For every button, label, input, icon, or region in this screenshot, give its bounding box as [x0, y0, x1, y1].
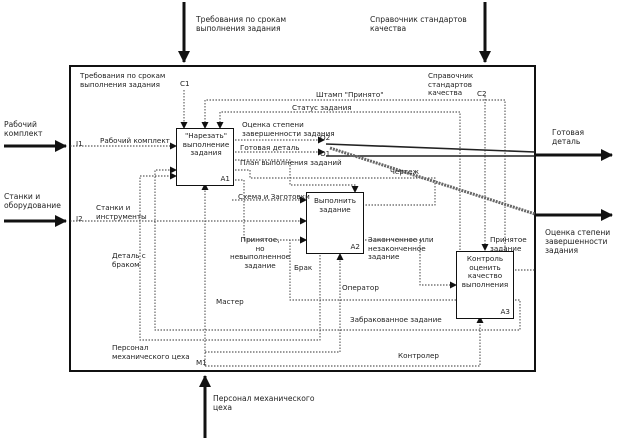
flow-o2 — [325, 143, 536, 153]
part-defect-label: Деталь с браком — [112, 251, 146, 269]
inner-control-left-label: Требования по срокам выполнения задания — [80, 71, 166, 89]
flow-completed — [362, 239, 457, 289]
blanks-label: Схема и Заготовки — [238, 192, 310, 201]
inner-control-right-label: Справочник стандартов качества — [428, 71, 474, 97]
personnel-label: Персонал механического цеха — [112, 343, 190, 361]
outer-output-1-label: Готовая деталь — [552, 128, 585, 146]
box-a3-label: Контроль оценить качество выполнения — [461, 254, 509, 289]
o2-label: O2 — [320, 133, 331, 142]
flow-rejected — [154, 166, 521, 331]
drawing-label: Чертеж — [390, 167, 419, 176]
rejected-label: Забракованное задание — [350, 315, 442, 324]
box-a2-id: A2 — [350, 241, 361, 251]
stamp-label: Штамп "Принято" — [316, 90, 384, 99]
outer-output-2-label: Оценка степени завершенности задания — [545, 228, 611, 255]
m1-label: M1 — [196, 358, 207, 367]
i1-label: I1 — [76, 139, 83, 148]
controller-label: Контролер — [398, 351, 439, 360]
outer-input-1-label: Рабочий комплект — [4, 120, 43, 138]
outer-control-right-label: Справочник стандартов качества — [370, 15, 467, 33]
box-a1-label: "Нарезать" выполнение задания — [182, 131, 230, 157]
completed-label: Законченное или незаконченное задание — [368, 235, 434, 261]
accepted-task-label: Принятое задание — [490, 235, 527, 253]
box-a1-id: A1 — [220, 173, 231, 183]
machines-label: Станки и инструменты — [96, 203, 147, 221]
activity-box-a2[interactable]: Выполнить задание A2 — [306, 192, 364, 254]
outer-input-2-label: Станки и оборудование — [4, 192, 61, 210]
flow-plan — [232, 159, 359, 193]
context-frame — [69, 65, 536, 372]
activity-box-a3[interactable]: Контроль оценить качество выполнения A3 — [456, 251, 514, 319]
activity-box-a1[interactable]: "Нарезать" выполнение задания A1 — [176, 128, 234, 186]
plan-label: План выполнения заданий — [240, 158, 342, 167]
box-a3-id: A3 — [500, 306, 511, 316]
i2-label: I2 — [76, 214, 83, 223]
c1-label: C1 — [180, 79, 190, 88]
ready-part-label: Готовая деталь — [240, 143, 300, 152]
box-a2-label: Выполнить задание — [313, 196, 357, 214]
outer-mechanism-label: Персонал механического цеха — [213, 394, 315, 412]
flow-drawing — [232, 169, 436, 206]
flow-status — [216, 111, 461, 250]
flow-accepted — [232, 179, 307, 244]
flow-stamp — [201, 99, 506, 253]
c2-label: C2 — [477, 89, 487, 98]
flow-part-defect — [139, 172, 321, 341]
status-label: Статус задания — [292, 103, 352, 112]
defect-label: Брак — [294, 263, 313, 272]
accepted-label: Принятое, но невыполненное задание — [230, 235, 291, 270]
flow-operator — [205, 253, 344, 353]
o1-label: O1 — [320, 149, 331, 158]
master-label: Мастер — [216, 297, 244, 306]
assessment-label: Оценка степени завершенности задания — [242, 120, 335, 138]
operator-label: Оператор — [342, 283, 379, 292]
kit-label: Рабочий комплект — [100, 136, 170, 145]
outer-control-left-label: Требования по срокам выполнения задания — [196, 15, 287, 33]
